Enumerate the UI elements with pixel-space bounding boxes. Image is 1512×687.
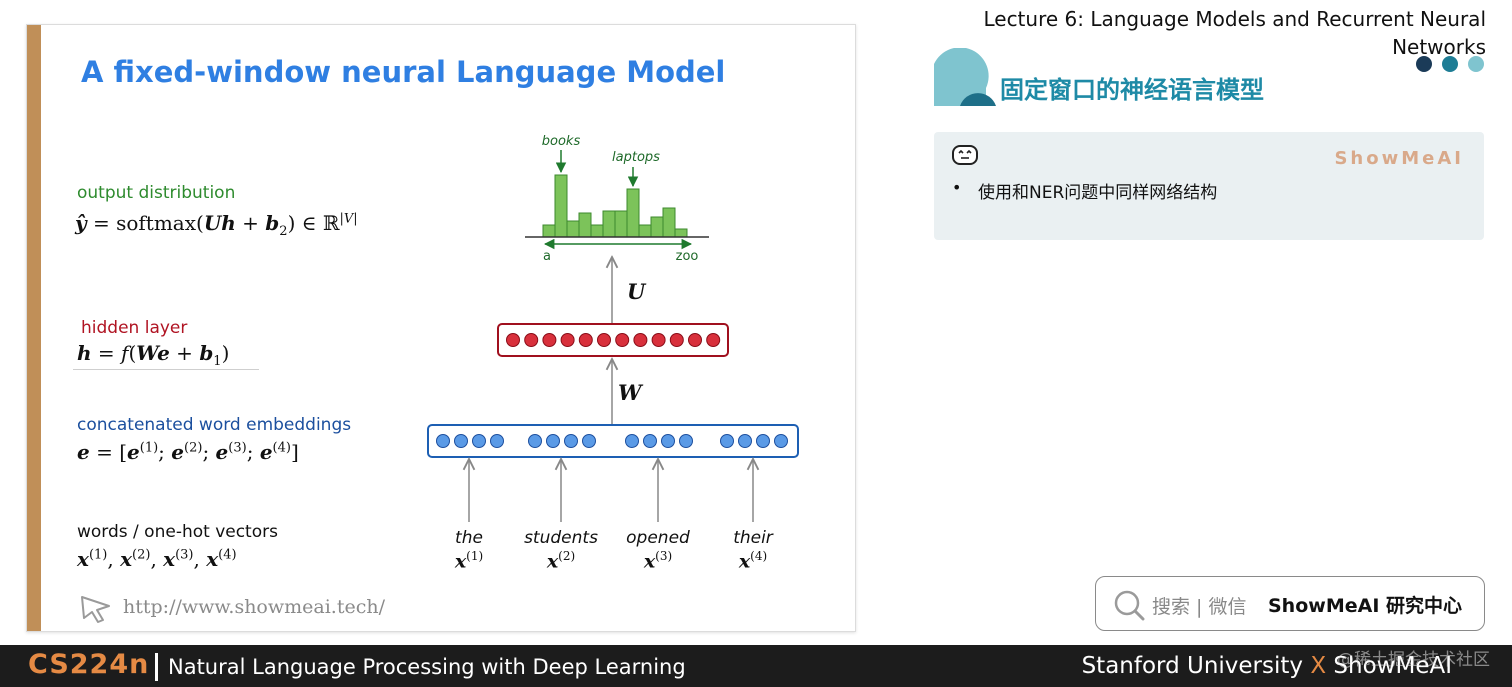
slide: A fixed-window neural Language Model out…	[26, 24, 856, 632]
embedding-neuron	[472, 434, 486, 448]
watermark: @稀土掘金技术社区	[1337, 650, 1490, 670]
word-vector-1: x(1)	[454, 549, 484, 573]
note-text: 使用和NER问题中同样网络结构	[978, 183, 1218, 203]
hidden-neuron	[669, 333, 684, 347]
search-icon	[1114, 590, 1145, 621]
hidden-layer-box	[497, 323, 729, 357]
axis-end-label: zoo	[676, 249, 699, 264]
histogram-bar	[674, 228, 688, 238]
histogram-bar	[578, 212, 592, 238]
histogram-bar	[662, 207, 676, 238]
divider	[73, 369, 259, 370]
matrix-u-label: U	[627, 279, 647, 304]
hidden-neuron	[597, 333, 611, 347]
formula-words: x(1), x(2), x(3), x(4)	[77, 547, 237, 571]
course-code: CS224n	[28, 649, 150, 680]
search-hint: 搜索 | 微信	[1152, 596, 1247, 618]
embedding-neuron	[546, 434, 560, 448]
embedding-neuron	[564, 434, 578, 448]
matrix-w-label: W	[618, 380, 644, 405]
university-name: Stanford University	[1081, 653, 1304, 679]
histogram-bar	[626, 188, 640, 238]
histogram-bar	[614, 210, 628, 238]
hidden-neuron	[560, 333, 575, 347]
histogram-bar	[554, 174, 568, 238]
word-vector-3: x(3)	[643, 549, 673, 573]
embedding-neuron	[738, 434, 752, 448]
histogram-bar	[566, 220, 580, 238]
label-words-onehot: words / one-hot vectors	[77, 522, 278, 542]
formula-concat: e = [e(1); e(2); e(3); e(4)]	[77, 440, 299, 464]
note-brand: ShowMeAI	[1334, 148, 1464, 169]
embedding-neuron	[490, 434, 504, 448]
brand-name: ShowMeAI	[1333, 653, 1452, 679]
hidden-neuron	[688, 333, 702, 347]
word-their: their	[733, 528, 773, 548]
section-title: 固定窗口的神经语言模型	[1000, 76, 1264, 104]
lecture-title: Lecture 6: Language Models and Recurrent…	[983, 7, 1486, 59]
hidden-neuron	[706, 333, 721, 347]
embedding-neuron	[436, 434, 450, 448]
histogram-bar	[590, 224, 604, 238]
cursor-icon	[81, 596, 110, 623]
embedding-neuron	[625, 434, 639, 448]
section-decoration-icon	[934, 48, 996, 106]
embedding-neuron	[454, 434, 468, 448]
embedding-neuron	[661, 434, 675, 448]
hidden-neuron	[542, 333, 557, 347]
divider	[155, 653, 158, 681]
embedding-neuron	[643, 434, 657, 448]
hidden-neuron	[578, 333, 593, 347]
embedding-neuron	[720, 434, 734, 448]
embedding-box	[427, 424, 799, 458]
slide-url[interactable]: http://www.showmeai.tech/	[123, 596, 386, 618]
search-brand: ShowMeAI 研究中心	[1268, 595, 1462, 617]
embedding-neuron	[679, 434, 693, 448]
bottom-bar: CS224n Natural Language Processing with …	[0, 645, 1512, 687]
books-label: books	[542, 134, 581, 149]
slide-accent-bar	[27, 25, 41, 631]
label-concatenated-embeddings: concatenated word embeddings	[77, 415, 352, 435]
embedding-neuron	[756, 434, 770, 448]
network-diagram: books laptops a zoo U W	[427, 134, 799, 522]
output-histogram: books laptops a zoo	[525, 134, 709, 264]
histogram-bar	[542, 224, 556, 238]
hidden-neuron	[524, 333, 539, 347]
hidden-neuron	[615, 333, 630, 347]
course-title: Natural Language Processing with Deep Le…	[168, 655, 686, 679]
word-opened: opened	[626, 528, 690, 548]
robot-icon	[952, 145, 978, 165]
slide-title: A fixed-window neural Language Model	[81, 55, 726, 89]
word-vector-4: x(4)	[738, 549, 768, 573]
screen: A fixed-window neural Language Model out…	[0, 0, 1512, 645]
histogram-bar	[650, 216, 664, 238]
word-students: students	[524, 528, 598, 548]
embedding-neuron	[528, 434, 542, 448]
hidden-neuron	[506, 333, 520, 347]
formula-output: ŷ = softmax(Uh + b2) ∈ ℝ|V|	[75, 211, 358, 239]
note-card: ShowMeAI • 使用和NER问题中同样网络结构	[934, 132, 1484, 240]
bullet: •	[952, 178, 962, 197]
search-box[interactable]: 搜索 | 微信 ShowMeAI 研究中心	[1095, 576, 1485, 631]
credits: Stanford University X ShowMeAI	[1082, 653, 1452, 679]
embedding-neuron	[774, 434, 788, 448]
hidden-neuron	[633, 333, 648, 347]
axis-start-label: a	[543, 249, 551, 264]
histogram-bar	[602, 210, 616, 238]
laptops-label: laptops	[612, 150, 660, 165]
embedding-neuron	[582, 434, 596, 448]
label-output-distribution: output distribution	[77, 183, 236, 203]
hidden-neuron	[651, 333, 666, 347]
label-hidden-layer: hidden layer	[81, 318, 188, 338]
histogram-bar	[638, 224, 652, 238]
formula-hidden: h = f(We + b1)	[77, 341, 230, 369]
word-vector-2: x(2)	[546, 549, 576, 573]
x-separator: X	[1310, 653, 1327, 679]
word-the: the	[455, 528, 483, 548]
dots-decoration-icon	[1416, 56, 1484, 72]
